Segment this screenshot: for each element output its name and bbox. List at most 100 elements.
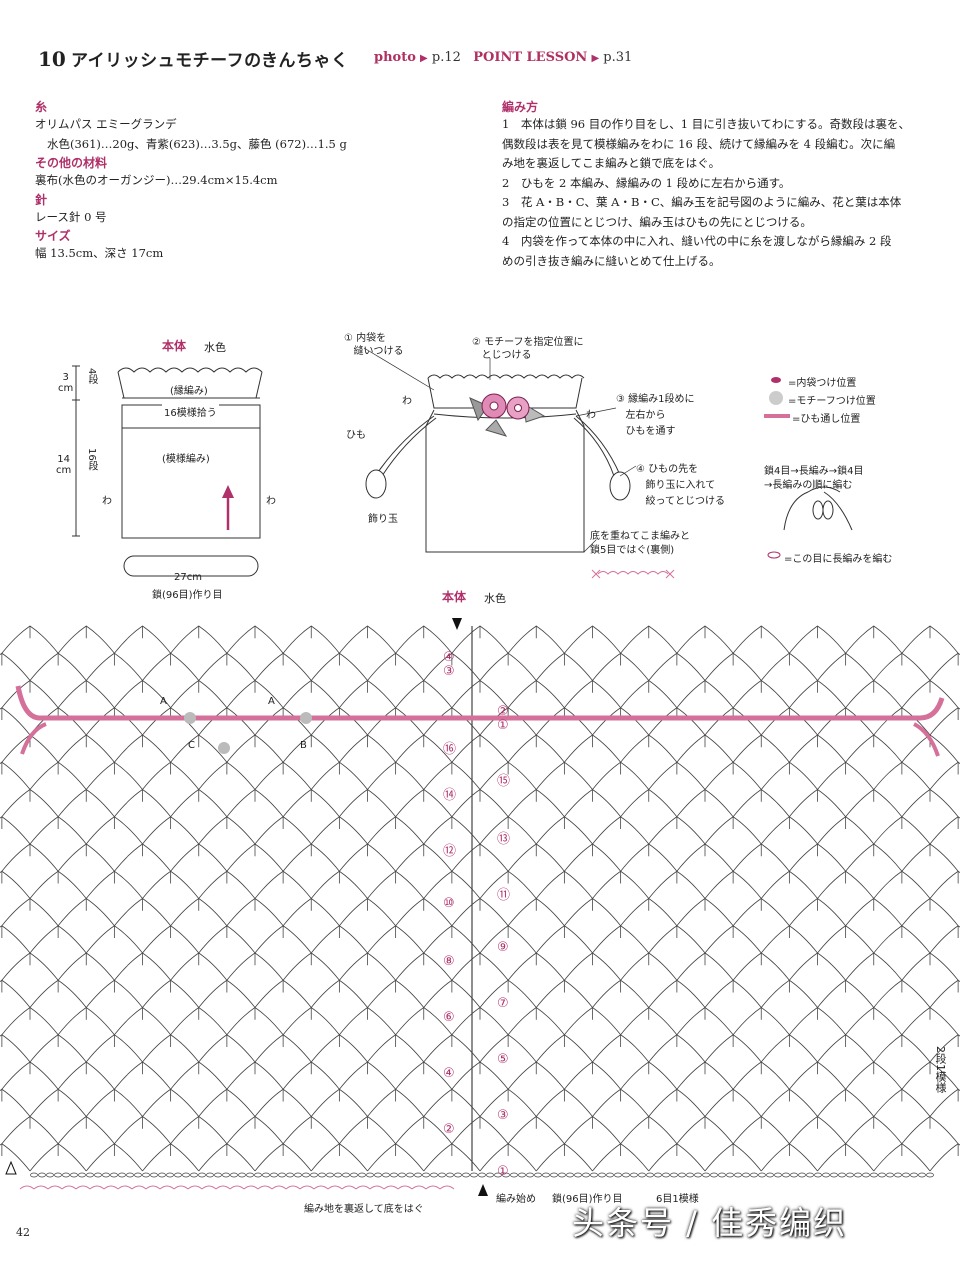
row-number-left: ③	[443, 664, 455, 679]
chain-stitch	[758, 1172, 766, 1178]
chain-stitch	[702, 1172, 710, 1178]
lattice-arch	[929, 1088, 960, 1117]
row-number-right: ⑮	[497, 774, 511, 789]
chain-stitch	[430, 1172, 438, 1178]
chain-stitch	[766, 1172, 774, 1178]
bottom-seam	[103, 1185, 119, 1190]
chain-stitch	[294, 1172, 302, 1178]
bottom-seam	[439, 1185, 455, 1190]
dim-top-rows: 4段	[86, 368, 97, 385]
motif-position	[300, 712, 312, 724]
legend-item3: =ひも通し位置	[792, 414, 861, 425]
chain-stitch	[62, 1172, 70, 1178]
chain-stitch	[838, 1172, 846, 1178]
photo-label: photo	[374, 50, 416, 65]
edge-label: (縁編み)	[170, 386, 208, 397]
bottom-seam	[159, 1185, 175, 1190]
lattice-arch	[0, 1143, 31, 1172]
size-text: 幅 13.5cm、深さ 17cm	[35, 246, 164, 260]
schematic-color: 水色	[204, 341, 226, 354]
chain-stitch	[606, 1172, 614, 1178]
chain-stitch	[814, 1172, 822, 1178]
row-number-right: ①	[497, 718, 509, 733]
chain-stitch	[694, 1172, 702, 1178]
lattice-arch	[929, 925, 960, 954]
lattice-arch	[0, 1088, 31, 1117]
bottom-seam	[145, 1185, 161, 1190]
chain-stitch	[742, 1172, 750, 1178]
chain-stitch	[894, 1172, 902, 1178]
chain-stitch	[94, 1172, 102, 1178]
page-references: photo ▶ p.12 POINT LESSON ▶ p.31	[374, 50, 632, 65]
row-number-left: ⑭	[443, 788, 457, 803]
bottom-seam	[411, 1185, 427, 1190]
chain-stitch	[518, 1172, 526, 1178]
bottom-seam	[257, 1185, 273, 1190]
bottom-seam	[383, 1185, 399, 1190]
lattice-arch	[0, 925, 31, 954]
chain-stitch	[534, 1172, 542, 1178]
yarn-colors: 水色(361)…20g、青紫(623)…3.5g、藤色 (672)…1.5 g	[47, 136, 347, 151]
chart-title: 本体	[442, 590, 467, 604]
chain-stitch	[750, 1172, 758, 1178]
bottom-seam	[425, 1185, 441, 1190]
chain-stitch	[142, 1172, 150, 1178]
note4: ④ ひもの先を 飾り玉に入れて 絞ってとじつける	[636, 464, 726, 507]
method-line: の指定の位置にとじつけ、編み玉はひもの先にとじつける。	[502, 214, 812, 229]
row-number-left: ⑩	[443, 896, 455, 911]
chain-stitch	[158, 1172, 166, 1178]
bottom-seam	[215, 1185, 231, 1190]
chain-stitch	[318, 1172, 326, 1178]
other-heading: その他の材料	[35, 156, 108, 170]
crochet-chart-svg	[0, 618, 960, 1196]
chain-stitch	[670, 1172, 678, 1178]
wa-left: わ	[102, 496, 112, 507]
row-number-right: ①	[497, 1164, 509, 1179]
chain-stitch	[150, 1172, 158, 1178]
row-number-right: ⑦	[497, 996, 509, 1011]
chain-stitch	[198, 1172, 206, 1178]
chain-stitch	[222, 1172, 230, 1178]
lattice-arch	[929, 979, 960, 1008]
method-heading: 編み方	[502, 100, 539, 114]
chain-stitch	[582, 1172, 590, 1178]
schematic-title: 本体	[162, 339, 187, 353]
chain-stitch	[718, 1172, 726, 1178]
chain-stitch	[302, 1172, 310, 1178]
bottom-seam	[299, 1185, 315, 1190]
page-number: 42	[16, 1226, 30, 1239]
chain-stitch	[350, 1172, 358, 1178]
chain-stitch	[46, 1172, 54, 1178]
bottom-seam	[341, 1185, 357, 1190]
chain-stitch	[542, 1172, 550, 1178]
needle-heading: 針	[35, 192, 48, 207]
width-label: 27cm	[174, 572, 202, 583]
label-b: B	[300, 740, 307, 751]
lattice-arch	[929, 1143, 960, 1172]
motif-leaves	[469, 393, 546, 437]
bottom-seam	[201, 1185, 217, 1190]
chain-stitch	[566, 1172, 574, 1178]
chain-stitch	[862, 1172, 870, 1178]
legend-item4: =この目に長編みを編む	[784, 554, 893, 565]
lattice-arch	[0, 761, 31, 790]
method-section: 編み方 1 本体は鎖 96 目の作り目をし、1 目に引き抜いてわにする。奇数段は…	[502, 98, 952, 271]
photo-page: p.12	[431, 50, 461, 65]
note1-num: ①	[344, 333, 353, 344]
chain-stitch	[86, 1172, 94, 1178]
lattice-arch	[0, 979, 31, 1008]
label-c: C	[188, 740, 195, 751]
row-number-left: ④	[443, 1066, 455, 1081]
chain-stitch	[206, 1172, 214, 1178]
wa-right: わ	[266, 496, 276, 507]
chain-stitch	[246, 1172, 254, 1178]
chain-stitch	[918, 1172, 926, 1178]
motif-position	[218, 742, 230, 754]
chain-stitch	[54, 1172, 62, 1178]
chain-stitch	[230, 1172, 238, 1178]
bottom-label: 編み地を裏返して底をはぐ	[304, 1204, 424, 1215]
